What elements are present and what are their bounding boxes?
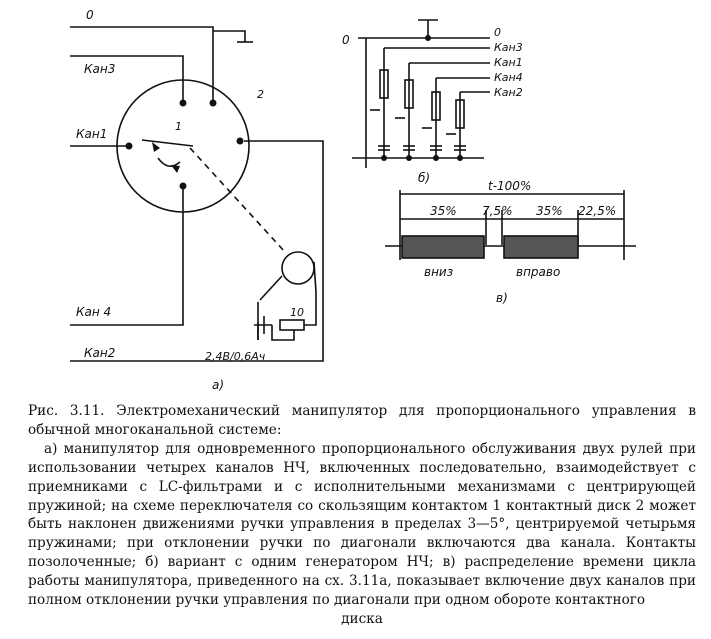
label-0: 0 xyxy=(86,8,94,22)
label-block-right: вправо xyxy=(516,265,560,279)
sublabel-c: в) xyxy=(496,291,508,305)
caption-tail: диска xyxy=(341,610,383,627)
label-b-kan3: Кан3 xyxy=(494,41,523,54)
label-seg4: 22,5% xyxy=(578,204,616,218)
diagram-c xyxy=(385,190,636,260)
block-down xyxy=(401,235,485,259)
caption-body: а) манипулятор для одновременного пропор… xyxy=(28,440,696,609)
label-resistor-10: 10 xyxy=(290,306,304,319)
sublabel-a: а) xyxy=(212,378,224,392)
motor xyxy=(281,251,315,285)
figure-3-11: 0 Кан3 Кан1 Кан 4 Кан2 1 2 10 2,4В/0,6Ач… xyxy=(70,8,636,392)
diagram-a xyxy=(70,26,324,362)
label-total: t-100% xyxy=(488,179,531,193)
label-seg1: 35% xyxy=(430,204,457,218)
label-kan3: Кан3 xyxy=(84,62,115,76)
block-right xyxy=(503,235,579,259)
label-b-kan2: Кан2 xyxy=(494,86,523,99)
label-seg2: 7,5% xyxy=(482,204,513,218)
label-b-kan1: Кан1 xyxy=(494,56,523,69)
label-b-kan4: Кан4 xyxy=(494,71,523,84)
diagram-b xyxy=(352,19,490,168)
label-b-0-right: 0 xyxy=(494,26,501,39)
sublabel-b: б) xyxy=(418,171,430,185)
figure-caption: Рис. 3.11. Электромеханический манипулят… xyxy=(28,402,696,629)
label-seg3: 35% xyxy=(536,204,563,218)
label-contact-1: 1 xyxy=(175,120,182,133)
caption-head: Рис. 3.11. Электромеханический манипулят… xyxy=(28,403,696,438)
label-kan4: Кан 4 xyxy=(76,305,111,319)
label-kan1: Кан1 xyxy=(76,127,107,141)
label-block-down: вниз xyxy=(424,265,453,279)
label-kan2: Кан2 xyxy=(84,346,115,360)
label-b-0-left: 0 xyxy=(342,33,350,47)
label-disk-2: 2 xyxy=(257,88,264,101)
label-battery: 2,4В/0,6Ач xyxy=(205,350,266,363)
